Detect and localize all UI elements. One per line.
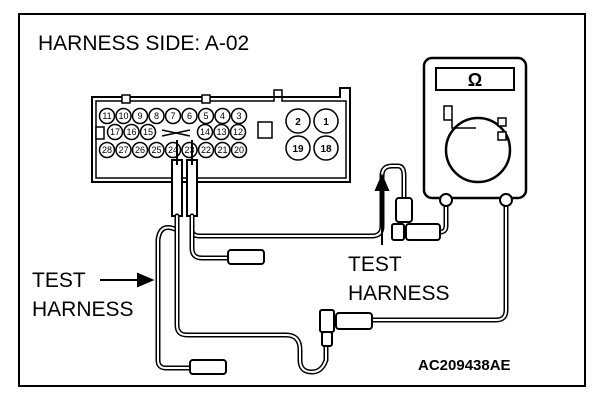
connector-pin: 14 (196, 123, 214, 141)
connector-pin: 26 (131, 141, 149, 159)
connector-pin-label: 17 (110, 127, 120, 137)
connector-pin: 21 (214, 141, 231, 159)
connector-pin: 11 (98, 107, 116, 125)
connector-pin-label: 1 (323, 117, 329, 128)
connector-pin-label: 7 (170, 111, 175, 121)
connector-pin-label: 22 (201, 145, 211, 155)
connector-pin-label: 11 (102, 111, 111, 121)
connector-pin: 19 (285, 135, 311, 161)
connector-pin-label: 15 (143, 127, 153, 137)
connector-pin-label: 16 (126, 127, 136, 137)
connector-pin-label: 14 (200, 127, 210, 137)
connector-pin: 23 (181, 141, 198, 159)
connector-pin-label: 21 (217, 145, 227, 155)
harness-terminals (189, 197, 441, 375)
connector-large-pins: 2 1 19 18 (285, 108, 339, 161)
connector-pin: 4 (214, 107, 231, 125)
connector-small-pins: 11 10 9 8 7 6 5 4 3 17 16 15 14 13 12 28 27 26 25 24 23 22 21 2… (98, 107, 248, 159)
test-harness-left-line2: HARNESS (32, 298, 134, 321)
connector-pin-label: 25 (151, 145, 161, 155)
connector-pin-label: 18 (320, 144, 332, 155)
connector-pin: 20 (230, 141, 248, 159)
connector-pin: 27 (115, 141, 132, 159)
connector-pin: 8 (148, 107, 165, 125)
connector-pin: 24 (164, 141, 182, 159)
meter-jack-right (499, 193, 513, 207)
connector-pin-label: 9 (137, 111, 142, 121)
connector-pin: 1 (313, 108, 339, 134)
connector-pin-label: 20 (234, 145, 244, 155)
ohm-symbol: Ω (468, 70, 482, 90)
connector-pin: 15 (139, 123, 157, 141)
figure-code: AC209438AE (418, 357, 511, 374)
connector-pin-label: 23 (184, 145, 194, 155)
connector-pin-label: 8 (154, 111, 159, 121)
meter-jack-left (439, 193, 453, 207)
connector-pin: 9 (131, 107, 149, 125)
connector-pin-label: 13 (216, 127, 226, 137)
meter-dial (444, 116, 512, 184)
connector-pin-label: 3 (236, 111, 241, 121)
diagram-title: HARNESS SIDE: A-02 (38, 32, 249, 55)
connector-pin: 5 (197, 107, 215, 125)
connector-pin-label: 10 (118, 111, 128, 121)
connector-pin: 3 (230, 107, 248, 125)
test-harness-right-line2: HARNESS (348, 282, 450, 305)
connector-pin-label: 12 (233, 127, 243, 137)
connector-pin-label: 24 (168, 145, 178, 155)
connector-pin: 28 (98, 141, 116, 159)
connector-pin-label: 6 (187, 111, 192, 121)
connector-pin: 22 (197, 141, 215, 159)
connector-pin: 25 (148, 141, 165, 159)
connector-pin: 16 (123, 123, 140, 141)
connector-pin-label: 5 (203, 111, 208, 121)
connector-pin: 18 (313, 135, 339, 161)
test-harness-right-line1: TEST (348, 253, 402, 276)
connector-pin-label: 19 (292, 144, 304, 155)
connector-pin: 6 (181, 107, 198, 125)
pointer-arrows (100, 173, 390, 288)
connector-pin-label: 2 (295, 117, 301, 128)
test-harness-left-line1: TEST (32, 269, 86, 292)
connector-pin-label: 26 (135, 145, 145, 155)
connector-pin: 13 (213, 123, 230, 141)
connector-pin-label: 4 (220, 111, 225, 121)
diagram-frame (18, 13, 586, 387)
connector-pin: 17 (106, 123, 124, 141)
multimeter: Ω (422, 56, 528, 207)
connector-pin: 12 (229, 123, 247, 141)
connector-pin-label: 28 (102, 145, 112, 155)
connector-pin-label: 27 (118, 145, 128, 155)
connector-pin: 2 (285, 108, 311, 134)
connector-pin: 10 (115, 107, 132, 125)
connector-pin: 7 (164, 107, 182, 125)
